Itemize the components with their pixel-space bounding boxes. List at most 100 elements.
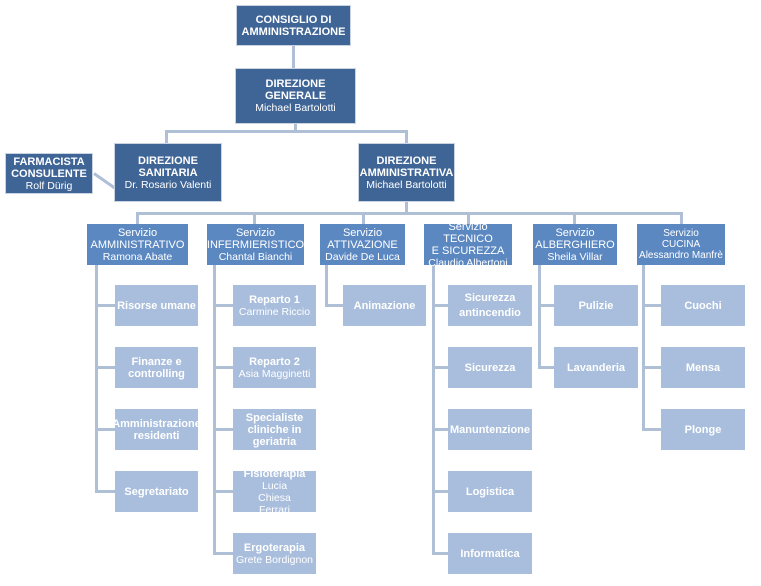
general-direction-title: DIREZIONE GENERALE — [264, 78, 327, 102]
connector-s3-u1 — [325, 304, 345, 307]
unit-plonge: Plonge — [661, 409, 745, 450]
amministrativa-name: Michael Bartolotti — [366, 178, 447, 191]
unit-label: Lavanderia — [566, 361, 626, 374]
unit-pulizie: Pulizie — [554, 285, 638, 326]
unit-risorse-umane: Risorse umane — [115, 285, 198, 326]
connector-s1-up — [136, 212, 139, 224]
connector-s4-u1 — [432, 304, 448, 307]
unit-label: Informatica — [460, 547, 520, 560]
connector-amministrativa-down — [405, 202, 408, 214]
connector-s4-u5 — [432, 552, 448, 555]
pharmacist-line1: FARMACISTA — [13, 155, 85, 168]
service-head-name: Davide De Luca — [325, 250, 400, 263]
connector-s6-u1 — [642, 304, 661, 307]
connector-s1-vertical — [95, 265, 98, 492]
connector-s5-vertical — [538, 265, 541, 368]
sanitaria-direction-box: DIREZIONE SANITARIA Dr. Rosario Valenti — [114, 143, 222, 202]
board-line2: AMMINISTRAZIONE — [241, 25, 346, 38]
connector-directions-bar — [165, 130, 408, 133]
unit-animazione: Animazione — [343, 285, 426, 326]
connector-s4-u3 — [432, 428, 448, 431]
connector-pharmacist — [93, 172, 117, 190]
unit-label: Cuochi — [684, 299, 722, 312]
unit-logistica: Logistica — [448, 471, 532, 512]
connector-s2-u2 — [213, 366, 233, 369]
unit-ergoterapia: Ergoterapia Grete Bordignon — [233, 533, 316, 574]
unit-cuochi: Cuochi — [661, 285, 745, 326]
unit-label: Reparto 2 — [249, 355, 300, 368]
connector-s3-up — [362, 212, 365, 224]
connector-s6-vertical — [642, 265, 645, 430]
service-head-name: Claudio Albertoni — [428, 256, 508, 269]
unit-label: Animazione — [353, 299, 416, 312]
amministrativa-line1: DIREZIONE — [376, 154, 437, 167]
unit-person: Lucia Chiesa Ferrari — [258, 479, 291, 516]
connector-s1-u2 — [95, 366, 115, 369]
unit-label: Segretariato — [124, 485, 189, 498]
unit-label: Finanze e controlling — [128, 355, 185, 380]
unit-person: Carmine Riccio — [238, 305, 311, 318]
unit-label: Manuntenzione — [449, 423, 531, 436]
connector-s4-vertical — [432, 265, 435, 554]
connector-board-general — [292, 46, 295, 68]
service-attivazione: Servizio ATTIVAZIONE Davide De Luca — [320, 224, 405, 265]
service-head-name: Chantal Bianchi — [218, 250, 293, 263]
connector-general-down — [294, 124, 297, 132]
connector-s4-up — [467, 212, 470, 224]
unit-label: Fisioterapia — [243, 467, 306, 480]
service-name-amministrativo: AMMINISTRATIVO — [90, 238, 185, 251]
amministrativa-line2: AMMINISTRATIVA — [359, 166, 454, 179]
general-direction-box: DIREZIONE GENERALE Michael Bartolotti — [235, 68, 356, 124]
connector-s2-u3 — [213, 428, 233, 431]
connector-s4-u4 — [432, 490, 448, 493]
connector-sanitaria-up — [165, 130, 168, 144]
unit-sicurezza-antincendio: Sicurezza antincendio — [448, 285, 532, 326]
service-cucina: Servizio CUCINA Alessandro Manfrè — [637, 224, 725, 265]
pharmacist-line2: CONSULENTE — [11, 167, 87, 180]
connector-s6-up — [680, 212, 683, 224]
connector-s2-u1 — [213, 304, 233, 307]
service-name-tecnico: E SICUREZZA — [431, 244, 505, 257]
unit-specialiste-geriatria: Specialiste cliniche in geriatria — [233, 409, 316, 450]
sanitaria-line1: DIREZIONE — [138, 154, 198, 167]
unit-reparto-1: Reparto 1 Carmine Riccio — [233, 285, 316, 326]
general-direction-name: Michael Bartolotti — [255, 102, 336, 114]
pharmacist-name: Rolf Dürig — [25, 179, 73, 192]
unit-informatica: Informatica — [448, 533, 532, 574]
service-head-name: Alessandro Manfrè — [639, 250, 723, 261]
service-head-name: Sheila Villar — [547, 250, 603, 263]
service-label: Servizio — [342, 226, 383, 239]
board-line1: CONSIGLIO DI — [255, 13, 332, 26]
unit-label: Specialiste cliniche in geriatria — [245, 411, 304, 448]
amministrativa-direction-box: DIREZIONE AMMINISTRATIVA Michael Bartolo… — [358, 143, 455, 202]
service-label: Servizio — [663, 228, 699, 239]
unit-segretariato: Segretariato — [115, 471, 198, 512]
service-alberghiero: Servizio ALBERGHIERO Sheila Villar — [533, 224, 617, 265]
connector-services-bar — [136, 212, 683, 215]
service-name-alberghiero: ALBERGHIERO — [535, 238, 615, 251]
connector-s5-u1 — [538, 304, 555, 307]
unit-reparto-2: Reparto 2 Asia Magginetti — [233, 347, 316, 388]
unit-mensa: Mensa — [661, 347, 745, 388]
unit-label: Logistica — [465, 485, 515, 498]
unit-label: Sicurezza antincendio — [459, 291, 521, 319]
connector-s1-u1 — [95, 304, 115, 307]
service-infermieristico: Servizio INFERMIERISTICO Chantal Bianchi — [207, 224, 304, 265]
connector-amministrativa-up — [405, 130, 408, 144]
service-label: Servizio — [117, 226, 158, 239]
service-label: Servizio TECNICO — [443, 220, 493, 245]
unit-person: Grete Bordignon — [235, 553, 314, 566]
connector-s5-up — [573, 212, 576, 224]
unit-label: Amministrazione residenti — [112, 417, 201, 442]
connector-s4-u2 — [432, 366, 448, 369]
board-box: CONSIGLIO DI AMMINISTRAZIONE — [236, 5, 351, 46]
unit-label: Risorse umane — [117, 299, 196, 312]
service-label: Servizio — [555, 226, 595, 239]
unit-lavanderia: Lavanderia — [554, 347, 638, 388]
service-label: Servizio — [235, 226, 276, 239]
unit-sicurezza: Sicurezza — [448, 347, 532, 388]
unit-label: Plonge — [684, 423, 722, 436]
connector-s1-u3 — [95, 428, 115, 431]
service-amministrativo: Servizio AMMINISTRATIVO Ramona Abate — [87, 224, 188, 265]
connector-s1-u4 — [95, 490, 115, 493]
